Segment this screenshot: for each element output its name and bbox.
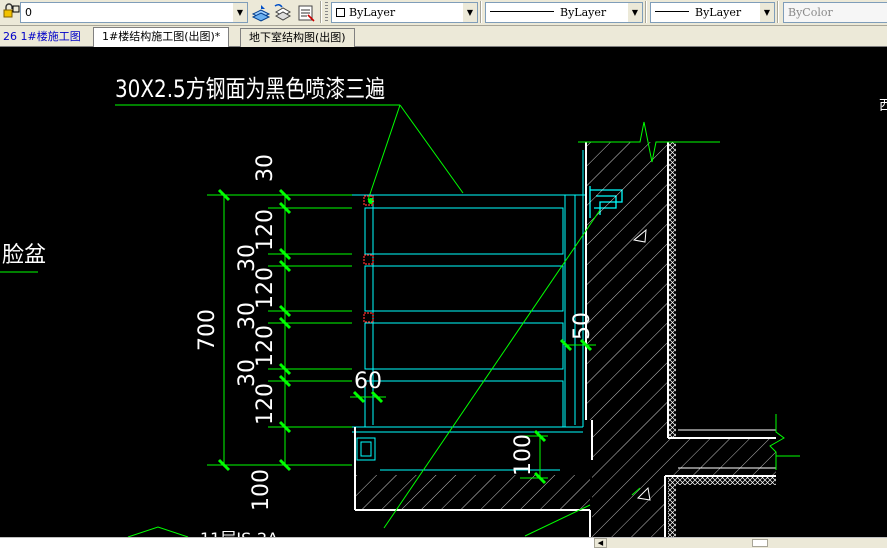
plotstyle-combo: ByColor (783, 2, 887, 23)
scroll-left-button[interactable]: ◀ (594, 538, 607, 548)
dim-30: 30 (235, 359, 260, 387)
leader-line (399, 104, 464, 194)
break-lines (578, 121, 800, 496)
properties-toolbar: 0 ▼ ByLayer ▼ ByLayer ▼ ByLayer (0, 0, 887, 26)
insulation-strip (668, 485, 676, 537)
lineweight-sample (655, 11, 689, 12)
wall-hatch (587, 142, 667, 460)
edge-label: 西 (879, 98, 887, 114)
dimension-chain (207, 194, 352, 466)
dim-30: 30 (235, 244, 260, 272)
scroll-thumb[interactable] (752, 539, 768, 547)
dim-100b-lines (520, 435, 548, 479)
toolbar-separator (777, 1, 779, 23)
bottom-label: 11层JS-2A (200, 529, 278, 537)
dim-60: 60 (354, 369, 382, 394)
layer-state-icon[interactable] (1, 1, 21, 21)
chevron-down-icon[interactable]: ▼ (233, 3, 247, 22)
layer-translator-icon[interactable] (296, 3, 316, 23)
dim-30: 30 (253, 154, 278, 182)
dim-100: 100 (249, 469, 274, 511)
color-swatch (336, 8, 345, 17)
plotstyle-value: ByColor (788, 6, 833, 19)
scroll-track[interactable] (594, 538, 887, 548)
lineweight-value: ByLayer (695, 6, 742, 19)
toolbar-separator (480, 1, 482, 23)
slab-hatch (356, 475, 590, 509)
chevron-down-icon[interactable]: ▼ (463, 3, 477, 22)
note-label: 30X2.5方钢面为黑色喷漆三遍 (115, 75, 385, 103)
cad-drawing: 30X2.5方钢面为黑色喷漆三遍 脸盆 西 (0, 75, 887, 537)
dim-30: 30 (235, 302, 260, 330)
make-object-layer-current-icon[interactable] (251, 3, 271, 23)
document-tabbar: 26 1#楼施工图 1#楼结构施工图(出图)* 地下室结构图(出图) (0, 26, 887, 47)
horizontal-scrollbar[interactable]: ◀ (0, 537, 887, 548)
toolbar-grip[interactable] (325, 2, 328, 22)
insulation-strip (668, 477, 776, 485)
linetype-value: ByLayer (560, 6, 607, 19)
dim-120: 120 (253, 267, 278, 309)
toolbar-separator (645, 1, 647, 23)
dim-120: 120 (253, 325, 278, 367)
layer-combo[interactable]: 0 ▼ (20, 2, 248, 23)
dim-120: 120 (253, 383, 278, 425)
insulation-strip (668, 142, 676, 438)
chevron-down-icon[interactable]: ▼ (628, 3, 642, 22)
layer-value: 0 (25, 6, 32, 19)
dimension-ticks (217, 188, 292, 472)
chevron-down-icon[interactable]: ▼ (760, 3, 774, 22)
floor-hatch (592, 437, 776, 537)
dim-120: 120 (253, 209, 278, 251)
color-value: ByLayer (349, 6, 396, 19)
weld-markers (363, 195, 374, 323)
toolbar-separator (320, 1, 322, 23)
lineweight-combo[interactable]: ByLayer ▼ (650, 2, 775, 23)
basin-label: 脸盆 (2, 243, 46, 268)
color-combo[interactable]: ByLayer ▼ (331, 2, 478, 23)
tab-previous-drawing[interactable]: 26 1#楼施工图 (3, 30, 81, 43)
linetype-combo[interactable]: ByLayer ▼ (485, 2, 643, 23)
drawing-canvas[interactable]: 30X2.5方钢面为黑色喷漆三遍 脸盆 西 (0, 47, 887, 537)
dim-700: 700 (195, 309, 220, 351)
tab-basement-drawing[interactable]: 地下室结构图(出图) (240, 28, 355, 47)
section-marker (632, 228, 647, 243)
dim-50: 50 (570, 312, 595, 340)
section-marker (636, 486, 651, 501)
steel-bars (352, 150, 585, 471)
dim-100-b: 100 (511, 434, 536, 476)
leader-line (367, 104, 401, 201)
diagonal-leader (383, 209, 601, 529)
layer-previous-icon[interactable] (273, 3, 293, 23)
tab-structure-drawing[interactable]: 1#楼结构施工图(出图)* (93, 27, 230, 47)
linetype-sample (490, 11, 554, 12)
